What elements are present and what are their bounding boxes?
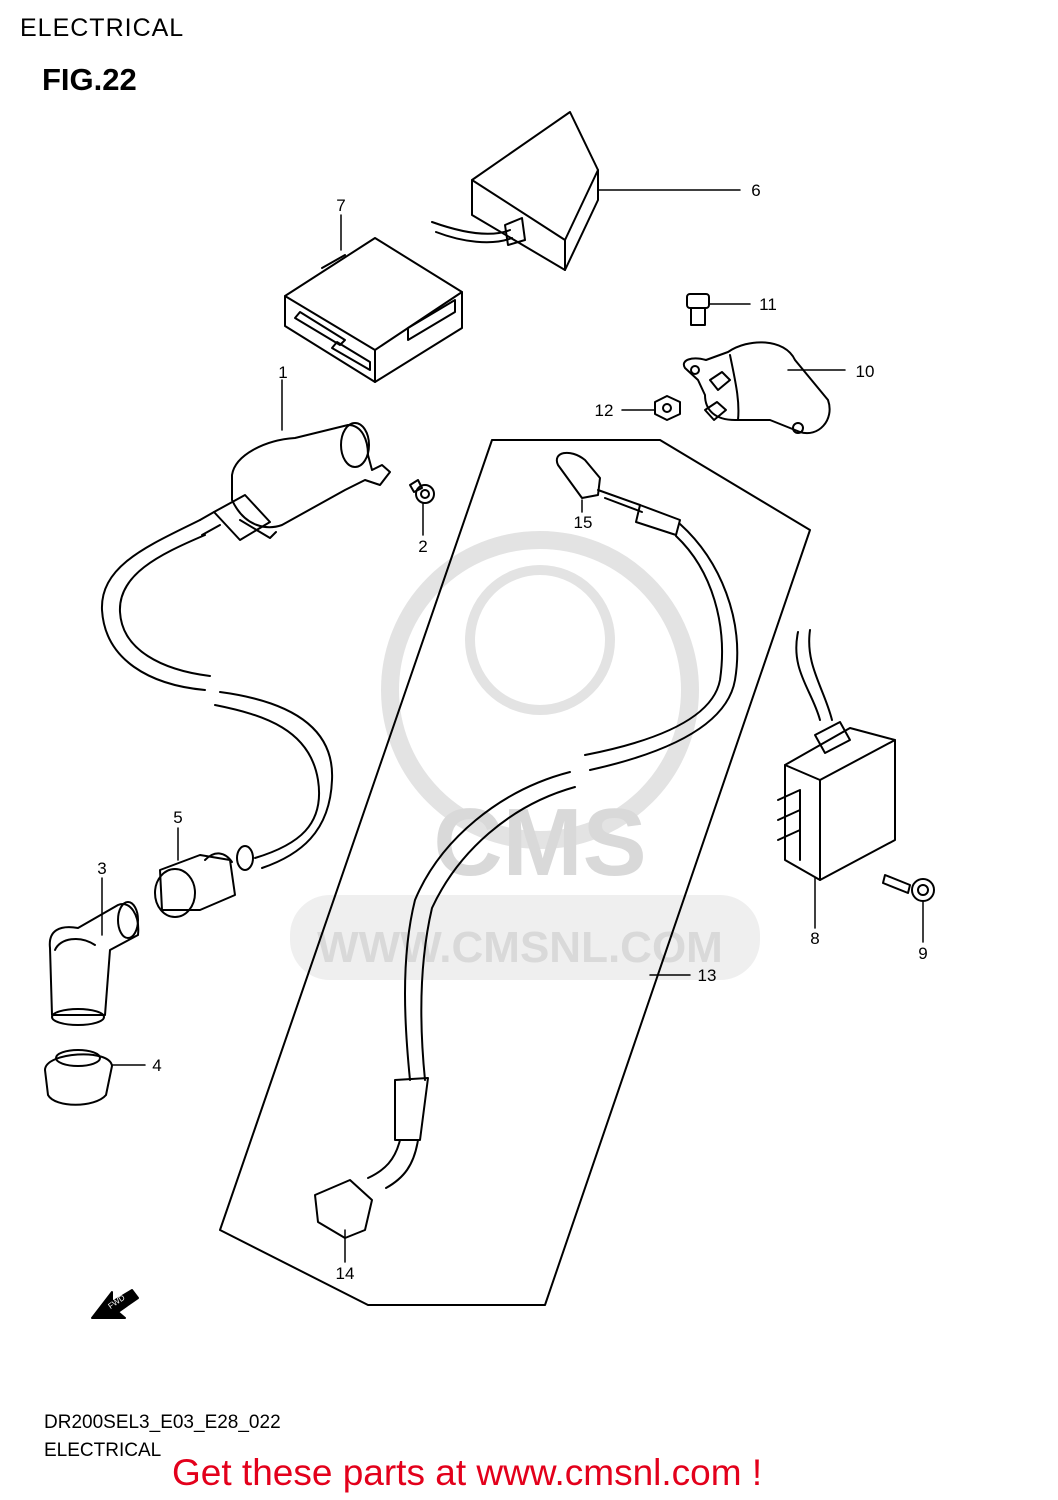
part-1-ignition-coil (199, 422, 391, 541)
part-3-plug-cap (48, 901, 140, 1026)
label-part-4: 4 (152, 1056, 161, 1075)
section-title: ELECTRICAL (20, 14, 185, 42)
diagram-code: DR200SEL3_E03_E28_022 (44, 1412, 281, 1433)
part-4-cover (44, 1049, 113, 1106)
label-part-15: 15 (574, 513, 593, 532)
label-part-13: 13 (698, 966, 717, 985)
part-labels: 1 2 3 4 5 6 7 8 9 10 11 12 13 14 15 (97, 181, 927, 1283)
part-9-bolt (882, 874, 935, 902)
label-part-6: 6 (751, 181, 760, 200)
watermark: CMS WWW.CMSNL.COM (290, 531, 760, 980)
part-5-suppressor (154, 852, 236, 918)
label-part-8: 8 (810, 929, 819, 948)
label-part-5: 5 (173, 808, 182, 827)
label-part-7: 7 (336, 196, 345, 215)
part-1-ht-lead (100, 519, 334, 871)
part-12-nut (654, 395, 681, 421)
fwd-arrow-icon (91, 1289, 139, 1319)
part-2-screw (409, 479, 435, 504)
part-11-bolt (686, 293, 710, 326)
leader-lines (101, 189, 924, 1263)
label-part-10: 10 (856, 362, 875, 381)
watermark-url: WWW.CMSNL.COM (317, 923, 723, 972)
label-part-14: 14 (336, 1264, 355, 1283)
watermark-brand: CMS (433, 789, 646, 896)
part-13-high-tension-lead (314, 451, 739, 1239)
label-part-1: 1 (278, 363, 287, 382)
figure-title: FIG.22 (42, 62, 137, 97)
part-8-regulator (777, 629, 896, 881)
label-part-3: 3 (97, 859, 106, 878)
label-part-9: 9 (918, 944, 927, 963)
promo-link[interactable]: Get these parts at www.cmsnl.com ! (172, 1452, 763, 1493)
diagram-name: ELECTRICAL (44, 1440, 162, 1461)
label-part-11: 11 (759, 295, 777, 314)
part-7-cdi-unit (284, 237, 463, 383)
part-6-unit (431, 111, 599, 271)
label-part-2: 2 (418, 537, 427, 556)
part-13-frame (219, 439, 811, 1306)
label-part-12: 12 (595, 401, 614, 420)
part-10-starter-relay (682, 341, 831, 435)
